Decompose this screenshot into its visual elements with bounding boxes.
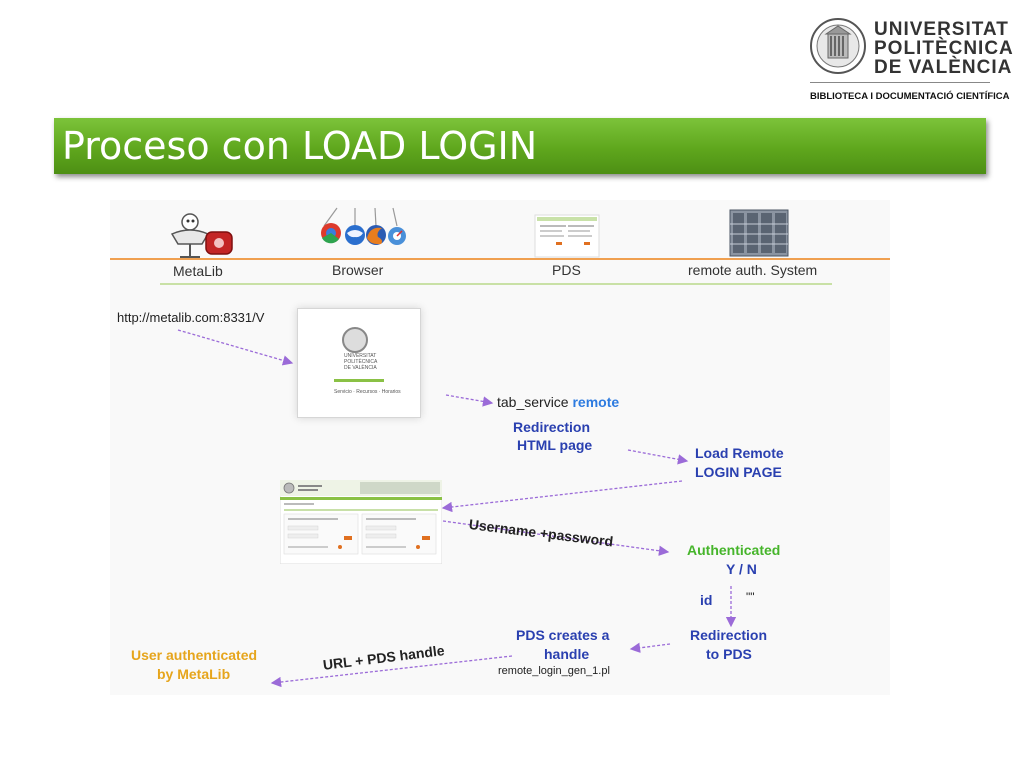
column-metalib: MetaLib [173, 263, 223, 279]
pds-screenshot-icon [534, 214, 600, 258]
column-pds: PDS [552, 262, 581, 278]
arrow-credentials-to-remote [442, 520, 670, 556]
mini-text-1: UNIVERSITAT [344, 353, 377, 359]
university-name: UNIVERSITAT POLITÈCNICA DE VALÈNCIA [874, 19, 1014, 78]
browser-logos-icon [321, 207, 406, 245]
user-auth-line1: User authenticated [131, 647, 258, 663]
server-rack-icon [729, 209, 789, 257]
page-title: Proceso con LOAD LOGIN [62, 124, 538, 168]
arrow-url-to-browser [177, 329, 294, 366]
mini-text-2: POLITÈCNICA [344, 359, 378, 365]
title-bar: Proceso con LOAD LOGIN [54, 118, 986, 174]
tab-service-text: tab_service [497, 394, 569, 410]
mini-text-3: DE VALÈNCIA [344, 365, 377, 371]
load-login-diagram: MetaLib Browser PDS remote auth. System … [110, 200, 890, 695]
mini-green-bar [334, 379, 384, 382]
upv-logo: UNIVERSITAT POLITÈCNICA DE VALÈNCIA BIBL… [806, 14, 1013, 114]
redirection-pds-line2: to PDS [706, 646, 752, 662]
browser-screenshot: UNIVERSITAT POLITÈCNICA DE VALÈNCIA Serv… [297, 308, 421, 418]
id-label: id [700, 592, 713, 608]
robot-icon [170, 213, 233, 258]
redirection-html-line1: Redirection [513, 419, 591, 435]
load-remote-line2: LOGIN PAGE [695, 464, 782, 480]
library-name: BIBLIOTECA I DOCUMENTACIÓ CIENTÍFICA [810, 91, 1010, 102]
authenticated-line2: Y / N [726, 561, 757, 577]
redirection-pds-line1: Redirection [690, 627, 768, 643]
diagram-graphics [110, 207, 890, 688]
pds-creates-line2: handle [544, 646, 590, 662]
remote-login-script: remote_login_gen_1.pl [498, 665, 610, 677]
mini-footer: Servicio · Recursos · Horarios [334, 389, 401, 395]
user-auth-line2: by MetaLib [157, 666, 231, 682]
metalib-url: http://metalib.com:8331/V [117, 310, 265, 325]
arrow-redirection-to-remote [627, 449, 689, 465]
university-seal-icon [810, 18, 866, 74]
mini-seal-icon [342, 327, 368, 353]
tab-service-remote: remote [572, 394, 620, 410]
arrow-redirection-to-pds [629, 642, 671, 654]
arrow-remote-to-login-form [441, 480, 683, 513]
authenticated-line1: Authenticated [687, 542, 781, 558]
load-remote-line1: Load Remote [695, 445, 784, 461]
redirection-html-line2: HTML page [517, 437, 593, 453]
tab-service-label: tab_service remote [497, 394, 619, 410]
logo-divider [810, 82, 990, 83]
column-browser: Browser [332, 262, 384, 278]
login-form-screenshot [280, 480, 442, 564]
arrow-pds-to-metalib [270, 655, 513, 688]
pds-creates-line1: PDS creates a [516, 627, 610, 643]
quotes-label: "" [746, 590, 755, 604]
arrow-browser-to-pds [445, 394, 494, 407]
column-remote-auth: remote auth. System [688, 262, 818, 278]
